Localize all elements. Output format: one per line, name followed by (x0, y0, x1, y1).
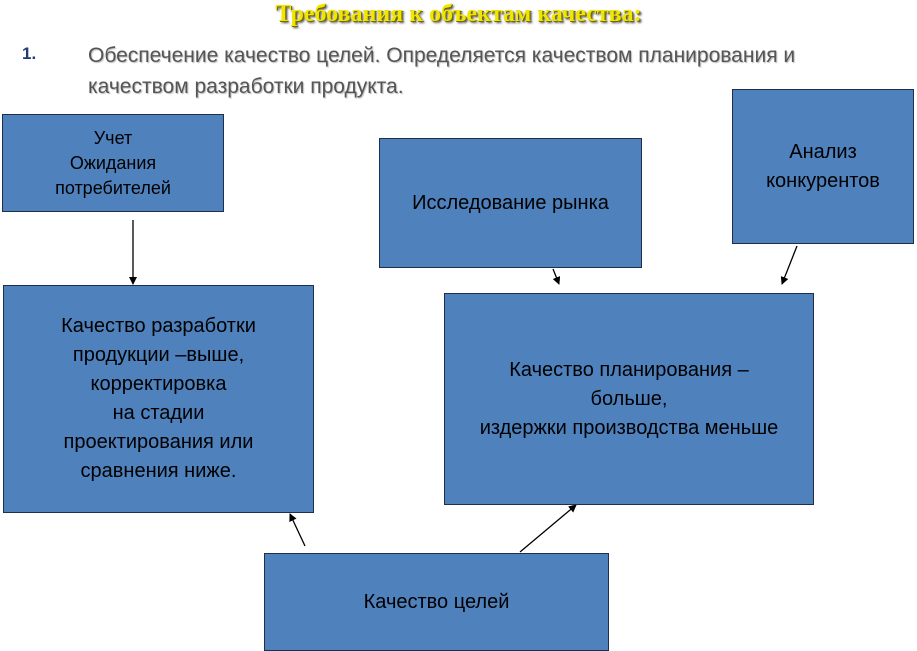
box-goals-quality: Качество целей (264, 553, 609, 651)
arrow-goals-to-planning (519, 504, 577, 553)
arrow-goals-to-development (289, 513, 306, 547)
box-planning-quality: Качество планирования – больше, издержки… (444, 293, 814, 505)
arrow-market-to-planning (552, 268, 561, 285)
arrow-competitors-to-planning (780, 245, 798, 285)
point-text: Обеспечение качество целей. Определяется… (88, 44, 796, 98)
box-development-quality: Качество разработки продукции –выше, кор… (3, 285, 314, 513)
slide-title: Требования к объектам качества: (275, 1, 642, 27)
box-market-research: Исследование рынка (379, 138, 642, 268)
box-competitor-analysis: Анализ конкурентов (732, 89, 914, 244)
box-customer-expectations: Учет Ожидания потребителей (2, 114, 224, 212)
list-number: 1. (22, 44, 37, 63)
